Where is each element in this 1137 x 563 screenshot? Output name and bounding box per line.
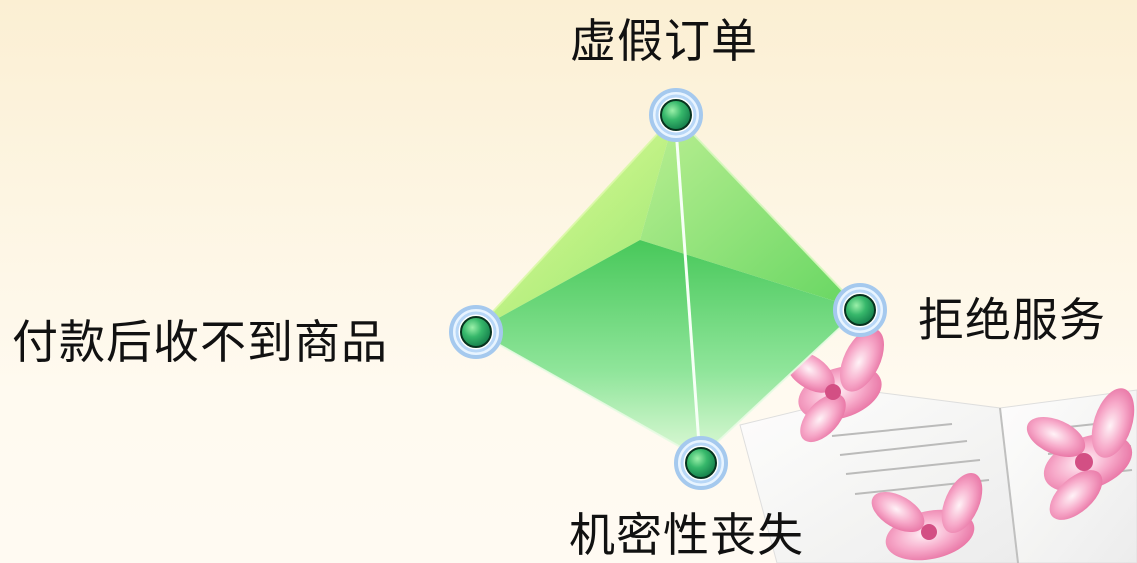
pyramid-top-right-edge xyxy=(674,114,861,310)
top-node-label: 虚假订单 xyxy=(570,14,758,68)
pyramid-front-edge xyxy=(673,114,702,459)
pyramid-bottom-right-edge xyxy=(699,308,861,459)
bottom-node-label: 机密性丧失 xyxy=(569,508,804,562)
green-circle-node-icon xyxy=(449,305,503,359)
right-node-label: 拒绝服务 xyxy=(918,293,1106,347)
green-pyramid-shape xyxy=(474,114,861,459)
pink-flower-left xyxy=(785,328,884,443)
flower-and-book-decoration xyxy=(739,328,1137,563)
pink-flower-bottom xyxy=(871,472,983,561)
green-circle-node-icon xyxy=(674,436,728,490)
green-circle-node-icon xyxy=(833,283,887,337)
pyramid-right-face xyxy=(640,115,860,309)
pyramid-bottom-face xyxy=(475,240,860,458)
pink-flower-right xyxy=(1026,388,1135,520)
pyramid-bottom-left-edge xyxy=(474,330,701,459)
left-node-label: 付款后收不到商品 xyxy=(12,315,388,369)
green-circle-node-icon xyxy=(649,88,703,142)
pyramid-top-left-edge xyxy=(474,114,676,332)
